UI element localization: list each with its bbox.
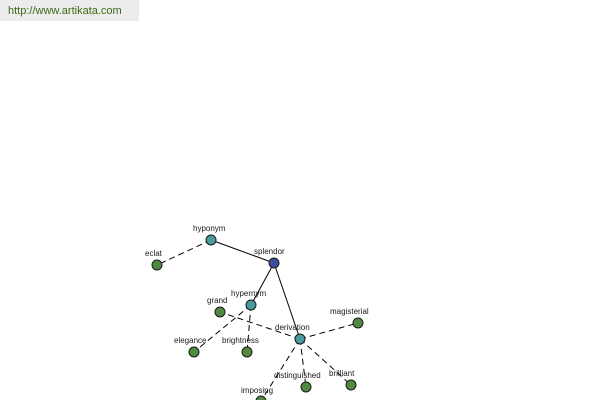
nodes-layer [151, 234, 364, 400]
node-label-distinguished[interactable]: distinguished [274, 371, 321, 380]
edge-hypernym-elegance [193, 304, 252, 353]
node-brilliant[interactable] [345, 379, 357, 391]
node-hyponym[interactable] [205, 234, 217, 246]
edges-layer [156, 239, 359, 400]
node-label-imposing[interactable]: imposing [241, 386, 273, 395]
labels-layer: splendor hyponym hypernym derivation eclat gr… [145, 224, 369, 395]
node-label-grand[interactable]: grand [207, 296, 227, 305]
node-hypernym[interactable] [245, 299, 257, 311]
node-label-eclat[interactable]: eclat [145, 249, 163, 258]
edge-splendor-hyponym [210, 239, 275, 264]
edge-derivation-imposing [261, 338, 301, 400]
node-label-derivation[interactable]: derivation [275, 323, 310, 332]
edge-splendor-hypernym [250, 262, 275, 306]
node-label-brilliant[interactable]: brilliant [329, 369, 355, 378]
node-eclat[interactable] [151, 259, 163, 271]
node-splendor[interactable] [268, 257, 280, 269]
node-derivation[interactable] [294, 333, 306, 345]
edge-hypernym-brightness [246, 304, 252, 353]
node-label-hyponym[interactable]: hyponym [193, 224, 226, 233]
edge-derivation-magisterial [299, 322, 359, 340]
node-imposing[interactable] [255, 395, 267, 400]
edge-derivation-grand [219, 311, 301, 340]
edge-derivation-distinguished [299, 338, 307, 388]
node-distinguished[interactable] [300, 381, 312, 393]
site-url-link[interactable]: http://www.artikata.com [0, 0, 139, 21]
edge-hyponym-eclat [156, 239, 212, 266]
edge-derivation-brilliant [299, 338, 352, 386]
node-grand[interactable] [214, 306, 226, 318]
node-brightness[interactable] [241, 346, 253, 358]
node-label-brightness[interactable]: brightness [222, 336, 259, 345]
node-label-splendor[interactable]: splendor [254, 247, 285, 256]
edge-splendor-derivation [273, 262, 301, 340]
node-label-elegance[interactable]: elegance [174, 336, 207, 345]
node-elegance[interactable] [188, 346, 200, 358]
node-label-magisterial[interactable]: magisterial [330, 307, 369, 316]
node-label-hypernym[interactable]: hypernym [231, 289, 266, 298]
node-magisterial[interactable] [352, 317, 364, 329]
